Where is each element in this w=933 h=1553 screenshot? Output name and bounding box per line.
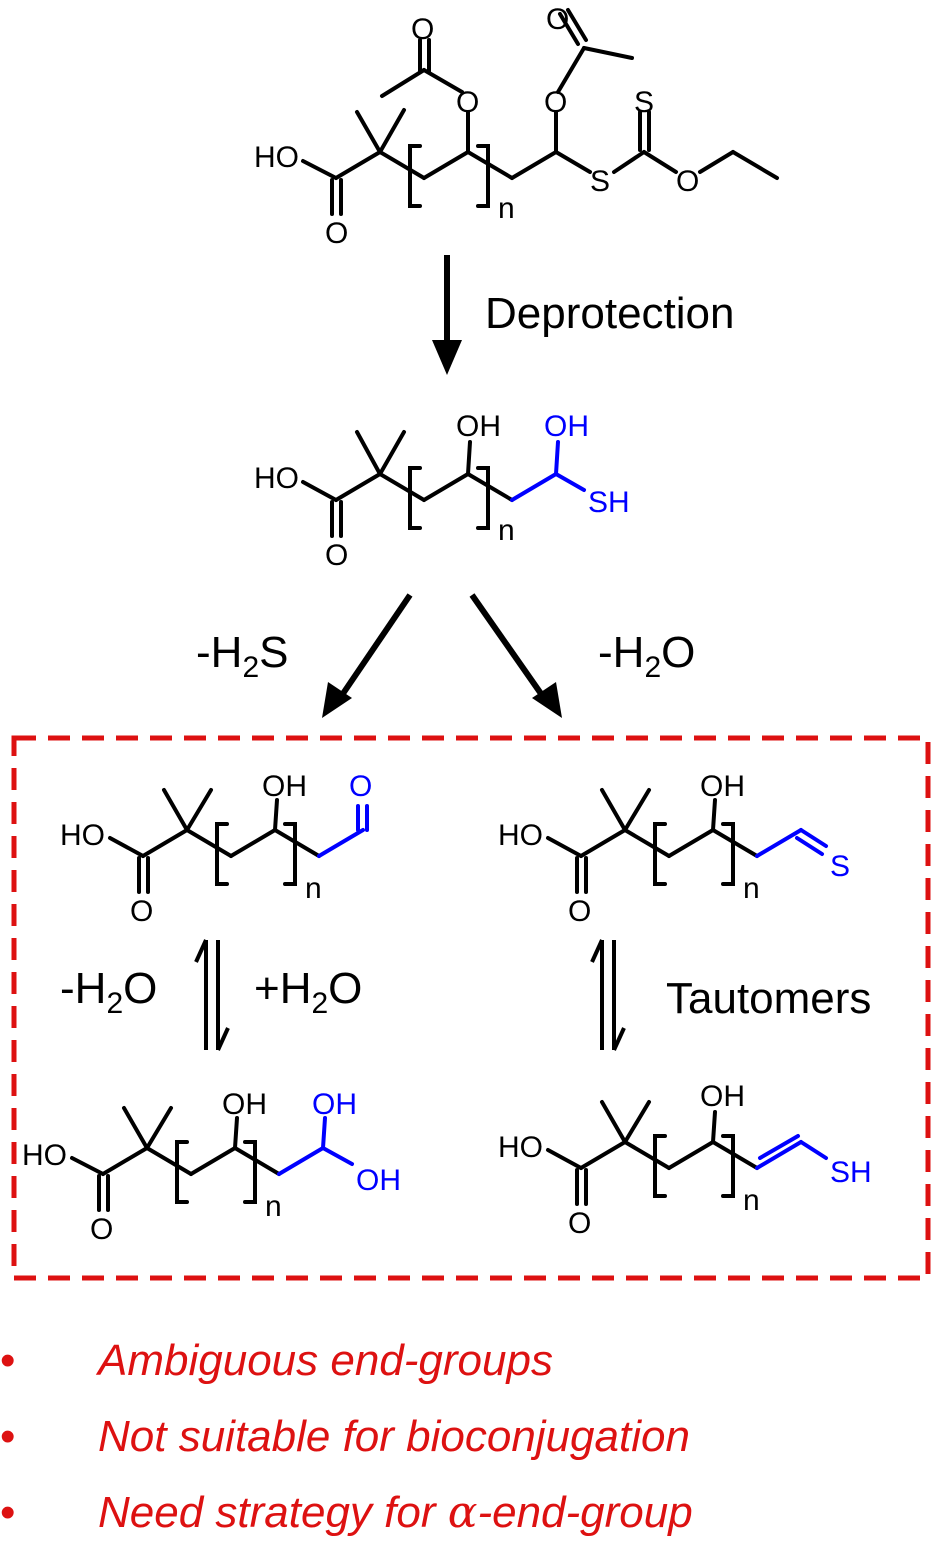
atom-SH-highlight: SH (830, 1156, 872, 1189)
bullet-marker: • (0, 1412, 15, 1461)
bullet-marker: • (0, 1488, 15, 1537)
loss-h2s-label: -H2S (196, 628, 288, 684)
atom-HO: HO (498, 819, 543, 852)
atom-O: O (676, 165, 699, 198)
atom-O: O (325, 539, 348, 572)
atom-O: O (568, 895, 591, 928)
atom-O: O (130, 895, 153, 928)
atom-OH: OH (700, 1080, 745, 1113)
atom-O: O (544, 86, 567, 119)
atom-O: O (456, 86, 479, 119)
structure-protected-polymer (301, 8, 779, 216)
step-deprotection: Deprotection (485, 289, 734, 338)
product-box (11, 735, 931, 1281)
structure-hydrate (70, 1106, 354, 1212)
atom-O: O (546, 3, 569, 36)
structure-deprotected (301, 430, 586, 538)
atom-S: S (590, 165, 610, 198)
plus-water-label: +H2O (254, 964, 362, 1020)
atom-OH-highlight: OH (356, 1164, 401, 1197)
structure-enethiol (546, 1100, 828, 1206)
equilibrium-arrow-hydration (194, 939, 230, 1051)
atom-HO: HO (22, 1139, 67, 1172)
atom-S-highlight: S (830, 850, 850, 883)
atom-S: S (634, 86, 654, 119)
atom-OH-highlight: OH (544, 410, 589, 443)
structure-thioaldehyde-labels: HO O OH S n (498, 770, 850, 928)
atom-O-highlight: O (349, 770, 372, 803)
repeat-n: n (498, 192, 515, 225)
atom-O: O (568, 1207, 591, 1240)
structure-enethiol-labels: HO O OH SH n (498, 1080, 872, 1240)
equilibrium-arrow-tautomers (590, 939, 626, 1051)
bullet-marker: • (0, 1336, 15, 1385)
repeat-n: n (305, 872, 322, 905)
atom-HO: HO (254, 462, 299, 495)
atom-OH: OH (262, 770, 307, 803)
split-arrows (322, 593, 562, 718)
atom-OH: OH (222, 1088, 267, 1121)
repeat-n: n (498, 514, 515, 547)
atom-HO: HO (498, 1131, 543, 1164)
minus-water-label: -H2O (60, 964, 157, 1020)
issues-list: • Ambiguous end-groups • Not suitable fo… (0, 1336, 693, 1538)
atom-HO: HO (60, 819, 105, 852)
deprotection-arrow (432, 255, 462, 375)
atom-O: O (325, 217, 348, 250)
issue-need-strategy: Need strategy for α-end-group (98, 1487, 693, 1538)
issue-ambiguous-end-groups: Ambiguous end-groups (95, 1336, 553, 1385)
atom-SH-highlight: SH (588, 486, 630, 519)
structure-protected-labels: HO O O O O O S S O n (254, 3, 699, 250)
atom-HO: HO (254, 141, 299, 174)
structure-deprotected-labels: HO O OH OH SH n (254, 410, 630, 572)
atom-O: O (90, 1213, 113, 1246)
structure-aldehyde-labels: HO O OH O n (60, 770, 372, 928)
atom-OH: OH (456, 410, 501, 443)
repeat-n: n (743, 1184, 760, 1217)
tautomers-label: Tautomers (666, 974, 871, 1023)
atom-O: O (411, 13, 434, 46)
issue-not-suitable-bioconjugation: Not suitable for bioconjugation (98, 1412, 690, 1461)
loss-h2o-label: -H2O (598, 628, 695, 684)
structure-hydrate-labels: HO O OH OH OH n (22, 1088, 401, 1246)
structure-aldehyde (108, 788, 369, 894)
repeat-n: n (743, 872, 760, 905)
atom-OH: OH (700, 770, 745, 803)
structure-thioaldehyde (546, 788, 828, 894)
atom-OH-highlight: OH (312, 1088, 357, 1121)
repeat-n: n (265, 1190, 282, 1223)
